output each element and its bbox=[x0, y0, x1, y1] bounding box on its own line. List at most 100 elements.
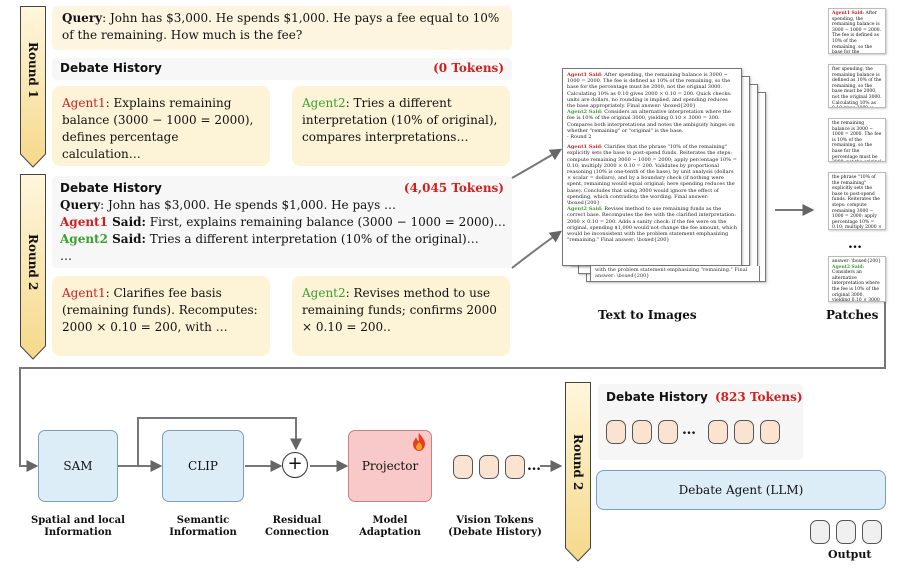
patches-ellipsis: … bbox=[848, 236, 862, 252]
projector-caption: Model Adaptation bbox=[346, 515, 434, 539]
clip-label: CLIP bbox=[188, 459, 218, 473]
patches-label: Patches bbox=[826, 308, 879, 322]
round-2-tab bbox=[20, 174, 46, 360]
history-query-text: : John has $3,000. He spends $1,000. He … bbox=[100, 198, 397, 212]
round-1-history-title: Debate History bbox=[60, 61, 162, 75]
round-1-history-header: Debate History (0 Tokens) bbox=[52, 58, 512, 80]
vision-tokens-caption: Vision Tokens (Debate History) bbox=[440, 515, 550, 539]
patch-1: Agent1 Said: After spending, the remaini… bbox=[828, 8, 886, 54]
history-query-line: Query: John has $3,000. He spends $1,000… bbox=[60, 197, 510, 214]
history-token-4 bbox=[708, 420, 728, 444]
round-2-history-box: Debate History (4,045 Tokens) Query: Joh… bbox=[52, 176, 512, 268]
round-1-query: Query: John has $3,000. He spends $1,000… bbox=[52, 6, 512, 50]
agent2-text: : Revises method to use remaining funds;… bbox=[302, 286, 497, 334]
patch-2-text: fter spending, the remaining balance is … bbox=[832, 67, 882, 107]
doc-p3-text: : Clarifies that the phrase "10% of the … bbox=[567, 144, 737, 207]
doc-para-1: Agent1 Said: After spending, the remaini… bbox=[567, 72, 737, 109]
round-1-history-tokens: (0 Tokens) bbox=[433, 61, 504, 75]
residual-caption: Residual Connection bbox=[262, 515, 332, 539]
patch-5-prefix: answer: \boxed{200} bbox=[832, 259, 882, 264]
projector-label: Projector bbox=[361, 459, 419, 473]
patch-5-text: : Considers an alternative interpretatio… bbox=[832, 264, 880, 302]
history-agent1-said: Said: bbox=[107, 215, 146, 229]
history-token-3 bbox=[658, 420, 678, 444]
history-query-label: Query bbox=[60, 198, 101, 212]
output-history-tokens: (823 Tokens) bbox=[715, 390, 803, 404]
doc-para-2: Agent2 Said: Considers an alternative in… bbox=[567, 109, 737, 134]
round-2-agent1-box: Agent1: Clarifies fee basis (remaining f… bbox=[52, 276, 270, 356]
query-label: Query bbox=[62, 11, 103, 25]
debate-agent-llm: Debate Agent (LLM) bbox=[596, 470, 886, 510]
clip-caption: Semantic Information bbox=[160, 515, 246, 539]
history-token-ellipsis: … bbox=[682, 422, 696, 438]
arrow-history-to-images-2 bbox=[511, 230, 562, 269]
history-agent1-name: Agent1 bbox=[60, 215, 108, 229]
clip-module: CLIP bbox=[162, 430, 244, 502]
patch-3: the remaining balance is 3000 − 1000 = 2… bbox=[828, 118, 886, 162]
projector-caption-line2: Adaptation bbox=[359, 527, 421, 538]
projector-caption-line1: Model bbox=[372, 515, 408, 526]
sam-caption: Spatial and local Information bbox=[22, 515, 134, 539]
history-agent2-said: Said: bbox=[107, 232, 146, 246]
output-history-box: Debate History (823 Tokens) … bbox=[598, 384, 803, 460]
agent2-name: Agent2 bbox=[302, 286, 346, 300]
doc-p1-name: Agent1 Said bbox=[567, 72, 601, 78]
history-agent2-line: Agent2 Said: Tries a different interpret… bbox=[60, 231, 510, 248]
agent1-name: Agent1 bbox=[62, 286, 106, 300]
round-2-history-tokens: (4,045 Tokens) bbox=[403, 181, 504, 195]
clip-caption-line1: Semantic bbox=[176, 515, 230, 526]
doc-p4-text: : Revises method to use remaining funds … bbox=[567, 206, 737, 244]
debate-agent-label: Debate Agent (LLM) bbox=[678, 483, 804, 497]
round-2-history-title: Debate History bbox=[60, 181, 162, 195]
residual-caption-line1: Residual bbox=[272, 515, 322, 526]
doc-p4-name: Agent2 Said bbox=[567, 206, 601, 213]
sam-label: SAM bbox=[63, 459, 93, 473]
flame-icon bbox=[413, 433, 425, 451]
arrow-history-to-images bbox=[511, 148, 563, 179]
history-agent1-text: First, explains remaining balance (3000 … bbox=[145, 215, 506, 229]
output-round-2-label: Round 2 bbox=[571, 434, 585, 491]
vision-caption-line2: (Debate History) bbox=[448, 527, 542, 538]
vision-caption-line1: Vision Tokens bbox=[456, 515, 534, 526]
history-token-1 bbox=[606, 420, 626, 444]
query-text: : John has $3,000. He spends $1,000. He … bbox=[62, 11, 500, 42]
projector-module: Projector bbox=[348, 430, 432, 502]
patch-3-text: the remaining balance is 3000 − 1000 = 2… bbox=[832, 121, 882, 161]
agent1-text: : Clarifies fee basis (remaining funds).… bbox=[62, 286, 258, 334]
output-token-2 bbox=[836, 520, 856, 544]
doc-para-4: Agent2 Said: Revises method to use remai… bbox=[567, 206, 737, 243]
round-1-tab bbox=[20, 6, 46, 168]
text-to-images-label: Text to Images bbox=[598, 308, 697, 322]
doc-p2-name: Agent2 Said bbox=[567, 109, 601, 116]
output-caption: Output bbox=[828, 548, 872, 561]
doc-p3-name: Agent1 Said bbox=[567, 144, 601, 151]
doc-p1-text: : After spending, the remaining balance … bbox=[567, 72, 732, 110]
agent2-text: : Tries a different interpretation (10% … bbox=[302, 96, 498, 144]
history-agent2-text: Tries a different interpretation (10% of… bbox=[145, 232, 479, 246]
round-2-history-body: Query: John has $3,000. He spends $1,000… bbox=[60, 197, 510, 265]
output-round-2-tab bbox=[565, 382, 591, 562]
vision-token-ellipsis: … bbox=[527, 458, 541, 474]
patch-5-name: Agent2 Said bbox=[832, 264, 863, 270]
history-token-2 bbox=[632, 420, 652, 444]
patch-2: fter spending, the remaining balance is … bbox=[828, 64, 886, 108]
round-1-agent2-box: Agent2: Tries a different interpretation… bbox=[292, 86, 510, 166]
doc-page-front: Agent1 Said: After spending, the remaini… bbox=[562, 68, 742, 266]
residual-caption-line2: Connection bbox=[265, 527, 329, 538]
patch-4-text: the phrase "10% of the remaining" explic… bbox=[832, 175, 882, 230]
sam-caption-line2: Information bbox=[44, 527, 112, 538]
sam-caption-line1: Spatial and local bbox=[31, 515, 125, 526]
residual-plus-node: + bbox=[282, 452, 308, 478]
patch-5: answer: \boxed{200} Agent2 Said: Conside… bbox=[828, 256, 886, 302]
agent2-name: Agent2 bbox=[302, 96, 346, 110]
vision-token-2 bbox=[479, 455, 499, 479]
agent1-text: : Explains remaining balance (3000 − 100… bbox=[62, 96, 254, 161]
history-agent2-name: Agent2 bbox=[60, 232, 108, 246]
plus-symbol: + bbox=[287, 453, 303, 474]
doc-p2-text: : Considers an alternative interpretatio… bbox=[567, 109, 735, 134]
history-token-5 bbox=[734, 420, 754, 444]
sam-module: SAM bbox=[38, 430, 118, 502]
history-token-6 bbox=[760, 420, 780, 444]
vision-token-3 bbox=[505, 455, 525, 479]
history-ellipsis: … bbox=[60, 249, 72, 263]
